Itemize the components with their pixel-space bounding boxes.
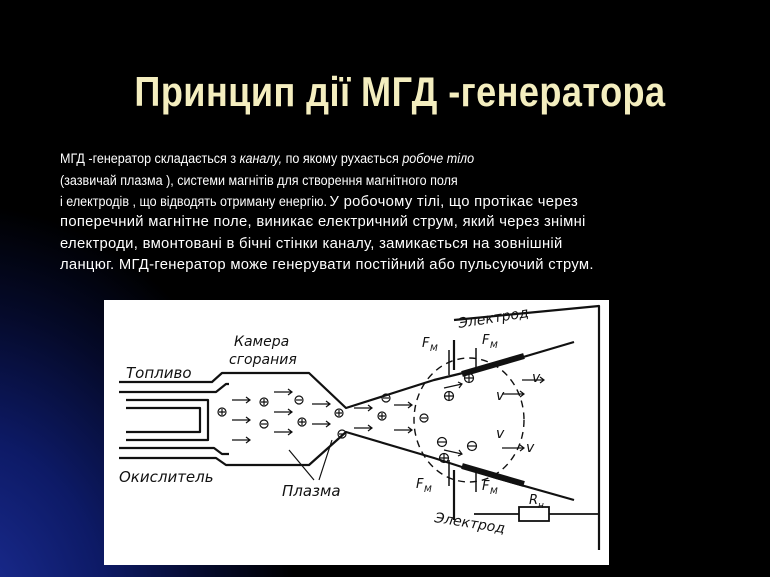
text-line-5: електроди, вмонтовані в бічні стінки кан… xyxy=(60,236,563,252)
fuel-inlet-inner xyxy=(119,382,229,394)
velocity-label-2: v xyxy=(496,388,505,404)
plasma-label: Плазма xyxy=(282,482,341,500)
fuel-inlet-wall xyxy=(119,363,497,410)
chamber-label-1: Камера xyxy=(234,334,289,350)
text-line-2: (зазвичай плазма ), системи магнітів для… xyxy=(60,173,488,188)
plasma-arrows xyxy=(232,376,545,457)
force-symbol: F xyxy=(422,336,430,351)
resistor-label: R н xyxy=(529,493,544,511)
resistor-subscript: н xyxy=(538,501,544,511)
force-subscript: М xyxy=(424,485,432,495)
force-subscript: М xyxy=(430,344,438,354)
text-line-1-part-d: робоче тіло xyxy=(402,151,475,166)
text-line-1-part-c: по якому рухається xyxy=(282,151,403,166)
plasma-charges xyxy=(217,372,478,464)
resistor-symbol: R xyxy=(529,493,538,508)
chamber-label-2: сгорания xyxy=(229,352,297,368)
force-label-top-left: F М xyxy=(422,336,438,354)
text-line-5-text: електроди, вмонтовані в бічні стінки кан… xyxy=(60,236,563,252)
load-resistor xyxy=(474,506,599,522)
right-frame xyxy=(453,304,601,550)
force-label-bottom-left: F М xyxy=(416,477,432,495)
text-line-4: поперечний магнітне поле, виникає електр… xyxy=(60,214,586,230)
text-line-6-text: ланцюг. МГД-генератор може генерувати по… xyxy=(60,257,594,273)
text-line-3-part-a: і електродів , що відводять отриману ене… xyxy=(60,194,327,209)
fuel-label: Топливо xyxy=(126,364,192,382)
force-subscript: М xyxy=(490,487,498,497)
text-line-4-text: поперечний магнітне поле, виникає електр… xyxy=(60,214,586,230)
plasma-pointer-lines xyxy=(288,439,333,481)
oxidizer-inlet-inner xyxy=(119,446,229,456)
slide-title: Принцип дії МГД -генератора xyxy=(134,68,666,115)
text-line-1-part-a: МГД -генератор складається з xyxy=(60,151,240,166)
force-label-top-right: F М xyxy=(482,333,498,351)
force-symbol: F xyxy=(416,477,424,492)
force-symbol: F xyxy=(482,333,490,348)
force-symbol: F xyxy=(482,479,490,494)
mhd-diagram-svg: Топливо Окислитель Камера сгорания Плазм… xyxy=(119,304,601,550)
force-arrows xyxy=(448,348,477,492)
force-label-bottom-right: F М xyxy=(482,479,498,497)
text-line-1-part-b: каналу, xyxy=(239,151,283,166)
plasma-particles xyxy=(217,372,545,464)
magnetic-field-circle xyxy=(413,357,525,483)
mhd-generator-diagram: Топливо Окислитель Камера сгорания Плазм… xyxy=(104,300,609,565)
velocity-label-4: v xyxy=(526,440,535,456)
text-line-3-part-b: У робочому тілі, що протікає через xyxy=(325,194,579,210)
inlet-inner-pipe xyxy=(126,398,210,442)
force-subscript: М xyxy=(490,341,498,351)
inlet-inner-pipe-2 xyxy=(126,406,202,434)
text-line-6: ланцюг. МГД-генератор може генерувати по… xyxy=(60,257,594,273)
text-line-1: МГД -генератор складається з каналу, по … xyxy=(60,151,505,166)
velocity-label-1: v xyxy=(532,370,541,386)
oxidizer-label: Окислитель xyxy=(119,468,214,486)
text-line-2-text: (зазвичай плазма ), системи магнітів для… xyxy=(60,173,458,188)
text-line-3: і електродів , що відводять отриману ене… xyxy=(60,193,600,211)
velocity-label-3: v xyxy=(496,426,505,442)
oxidizer-inlet-wall xyxy=(119,430,497,480)
electrode-top-label: Электрод xyxy=(456,305,530,332)
